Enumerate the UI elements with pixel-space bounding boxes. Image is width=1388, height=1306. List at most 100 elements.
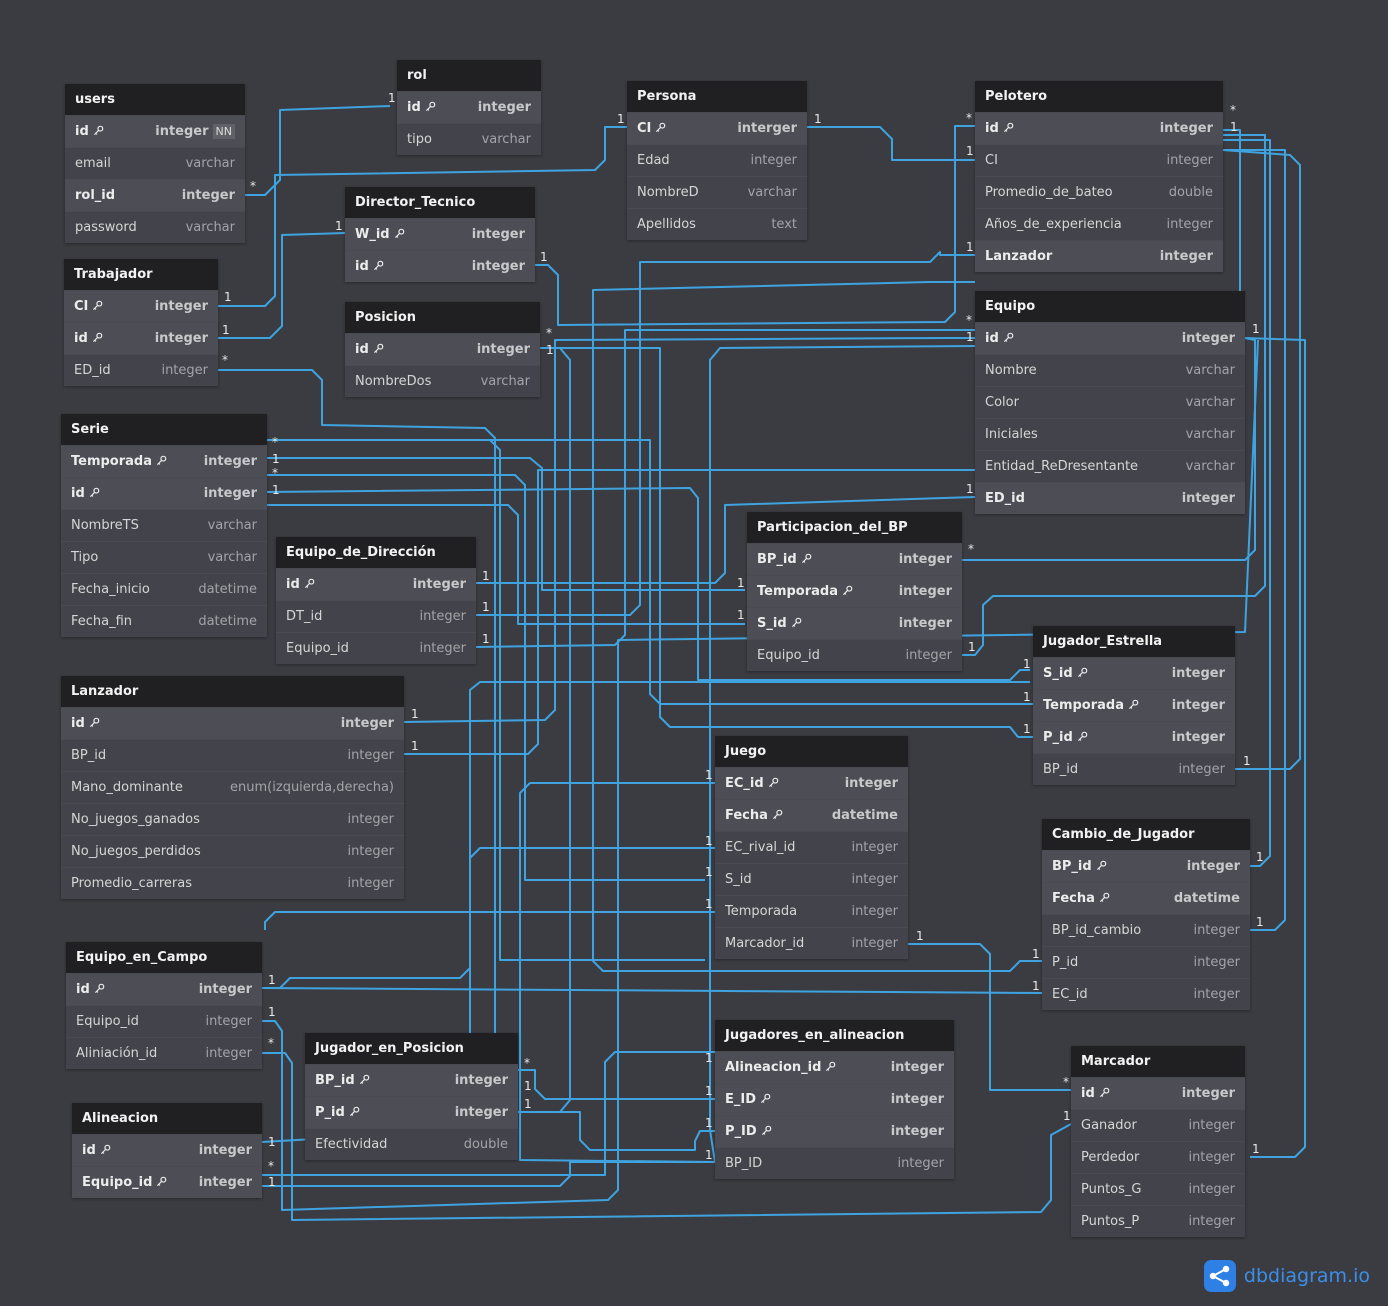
- table-header[interactable]: Persona: [627, 81, 807, 112]
- table-header[interactable]: Equipo: [975, 291, 1245, 322]
- table-header[interactable]: Marcador: [1071, 1046, 1245, 1077]
- table-header[interactable]: Jugadores_en_alineacion: [715, 1020, 954, 1051]
- table-header[interactable]: Participacion_del_BP: [747, 512, 962, 543]
- table-header[interactable]: Alineacion: [72, 1103, 262, 1134]
- brand[interactable]: dbdiagram.io: [1203, 1260, 1370, 1292]
- table-header[interactable]: Jugador_Estrella: [1033, 626, 1235, 657]
- table-header[interactable]: Lanzador: [61, 676, 404, 707]
- table-header[interactable]: Equipo_de_Dirección: [276, 537, 476, 568]
- table-header[interactable]: Director_Tecnico: [345, 187, 535, 218]
- table-header[interactable]: Equipo_en_Campo: [66, 942, 262, 973]
- table-header[interactable]: users: [65, 84, 245, 115]
- table-header[interactable]: Juego: [715, 736, 908, 767]
- table-header[interactable]: rol: [397, 60, 541, 91]
- table-header[interactable]: Jugador_en_Posicion: [305, 1033, 518, 1064]
- table-header[interactable]: Posicion: [345, 302, 540, 333]
- table-header[interactable]: Trabajador: [64, 259, 218, 290]
